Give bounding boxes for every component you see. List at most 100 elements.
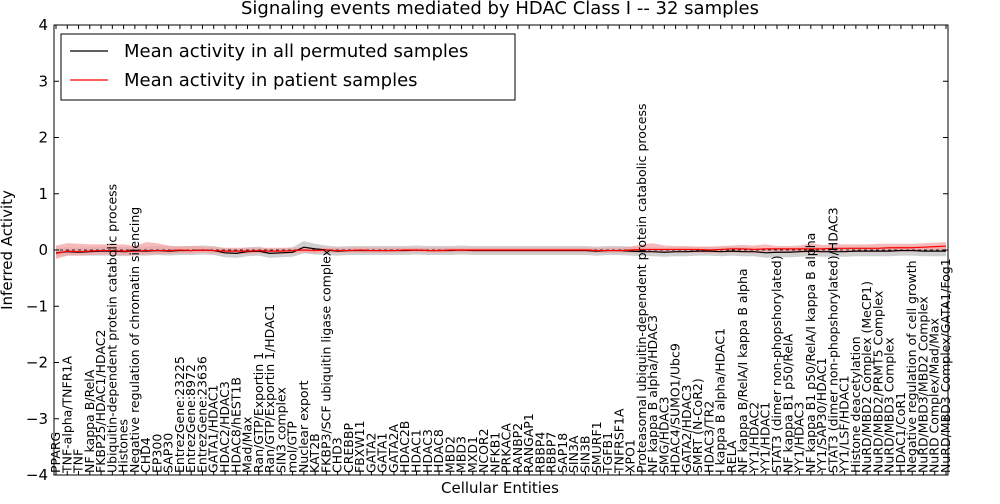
x-tick-label: MBD3	[454, 436, 469, 473]
legend-label-patient: Mean activity in patient samples	[124, 70, 418, 91]
x-tick-label: I kappa B alpha/HDAC1	[713, 328, 728, 473]
legend: Mean activity in all permuted samples Me…	[60, 33, 516, 101]
x-axis-label: Cellular Entities	[441, 479, 559, 497]
x-tick-label: Nuclear export	[296, 380, 311, 473]
x-tick-label: RELA	[724, 440, 739, 473]
y-tick-label: 1	[38, 185, 48, 203]
x-tick-label: HDAC2/HDAC3	[217, 381, 232, 473]
x-tick-label: YY1/HDAC3	[792, 402, 807, 474]
x-tick-label: HDAC2B	[397, 421, 412, 473]
x-tick-label: HDAC8/hEST1B	[228, 377, 243, 473]
x-tick-label: Histone deacetylation	[848, 336, 863, 473]
x-tick-label: CHD3	[330, 437, 345, 473]
x-tick-label: mol/GTP	[285, 421, 300, 473]
x-tick-label: EntrezGene:23636	[194, 356, 209, 473]
x-tick-label: STAT3 (dimer non-phopshorylated)	[769, 255, 784, 473]
x-tick-label: HDAC3	[420, 429, 435, 473]
y-tick-label: −3	[26, 410, 48, 428]
x-tick-label: NF kappa B/RelA	[82, 369, 97, 473]
chart-title: Signaling events mediated by HDAC Class …	[241, 0, 759, 19]
x-tick-label: EntrezGene:23225	[172, 356, 187, 473]
x-tick-label: NF kappa B alpha/HDAC3	[645, 315, 660, 473]
legend-label-permuted: Mean activity in all permuted samples	[124, 41, 468, 62]
x-tick-label: Mad/Max	[240, 417, 255, 473]
x-tick-label: RANBP2	[510, 423, 525, 473]
x-tick-label: TNF	[71, 449, 86, 474]
x-tick-label: RBBP7	[544, 432, 559, 473]
x-tick-label: CHD4	[138, 437, 153, 473]
x-tick-label: NuRD/MBD2/PRMT5 Complex	[870, 291, 885, 473]
x-tick-label: GATA1	[375, 433, 390, 473]
plot-frame	[53, 24, 949, 476]
x-tick-label: HDAC1/CoR1	[893, 392, 908, 473]
x-tick-label: Histones	[116, 419, 131, 473]
x-tick-label: PPARG	[48, 432, 63, 473]
x-tick-label: HDAC1	[409, 429, 424, 473]
series-line-1	[55, 245, 947, 254]
axis-ticks: −4 −3 −2 −1 0 1 2 3 4	[26, 16, 948, 484]
x-tick-label: NF kappa B/RelA/I kappa B alpha	[735, 268, 750, 473]
x-tick-label: STAT3 (dimer non-phopshorylated)/HDAC3	[825, 207, 840, 473]
x-tick-label: EntrezGene:8972	[183, 364, 198, 473]
x-tick-label: SIN3A	[566, 435, 581, 473]
x-tick-label: FBXW11	[352, 420, 367, 473]
x-tick-label: YY1/HDAC2	[746, 402, 761, 474]
x-tick-label: MBD2	[442, 436, 457, 473]
x-tick-label: SIN3B	[577, 436, 592, 474]
y-tick-label: −1	[26, 297, 48, 315]
x-tick-label: GATA2/HDAC3	[679, 385, 694, 473]
x-tick-label: GATA2	[363, 433, 378, 473]
x-tick-label: Negative regulation of chromatin silenci…	[127, 207, 142, 473]
x-tick-label: GATA1/HDAC1	[206, 385, 221, 473]
x-tick-label: HDAC4/SUMO1/Ubc9	[668, 343, 683, 473]
x-tick-label: RBBP4	[532, 432, 547, 473]
x-tick-label: HDAC3/TR2	[701, 401, 716, 473]
x-tick-label: NuRD/MBD3/MBD2 Complex	[915, 296, 930, 473]
x-tick-label: TNF-alpha/TNFR1A	[59, 356, 74, 474]
y-tick-label: 0	[38, 241, 48, 259]
x-tick-label: SMURF1	[589, 421, 604, 473]
x-tick-label: Negative regulation of cell growth	[904, 260, 919, 473]
x-tick-label: FKBP25/HDAC1/HDAC2	[93, 330, 108, 473]
x-tick-label: Ubiquitin-dependent protein catabolic pr…	[104, 184, 119, 473]
x-tick-label: Ran/GTP/Exportin 1	[251, 352, 266, 473]
x-tick-label: NFKB1	[487, 432, 502, 473]
x-tick-label: Ran/GTP/Exportin 1/HDAC1	[262, 304, 277, 473]
x-tick-label: SIN3 complex	[273, 387, 288, 473]
x-tick-label: NF kappa B1 p50/RelA	[780, 333, 795, 473]
y-tick-label: 4	[38, 16, 48, 34]
x-tick-label: PRKACA	[499, 423, 514, 473]
x-tick-label: GATA2A	[386, 424, 401, 473]
x-tick-label: NCOR2	[476, 428, 491, 473]
y-axis-label: Inferred Activity	[0, 190, 16, 310]
x-tick-label: TNFRSF1A	[611, 408, 626, 474]
x-tick-label: SMG/HDAC3	[656, 397, 671, 473]
x-tick-label: SMRT (N-CoR2)	[690, 378, 705, 473]
y-tick-label: 3	[38, 72, 48, 90]
y-tick-label: 2	[38, 129, 48, 147]
x-tick-label: YY1/LSF/HDAC1	[837, 375, 852, 474]
legend-box	[60, 33, 516, 101]
x-tick-label: NuRD/MBD3 Complex/GATA1/Fog1	[938, 258, 953, 473]
x-tick-label: NuRD/MBD2 Complex (MeCP1)	[859, 281, 874, 473]
x-tick-label: NuRD/MBD3 Complex	[882, 337, 897, 473]
x-tick-label: TGFB1	[600, 432, 615, 474]
x-tick-label: FKBP3/SCF ubiquitin ligase complex	[318, 249, 333, 473]
x-tick-label: RANGAP1	[521, 413, 536, 473]
x-tick-label: NF kappa B1 p50/RelA/I kappa B alpha	[803, 233, 818, 473]
x-tick-label: SAP18	[555, 433, 570, 473]
x-tick-label: EP300	[149, 434, 164, 473]
y-tick-label: −2	[26, 354, 48, 372]
x-tick-label: XPO1	[623, 439, 638, 473]
x-tick-label: YY1/HDAC1	[758, 402, 773, 474]
x-tick-label: KAT2B	[307, 433, 322, 473]
x-tick-label: CREBBP	[341, 423, 356, 473]
y-tick-label: −4	[26, 466, 48, 484]
x-tick-label: NuRD Complex/Mad/Max	[927, 318, 942, 473]
x-tick-label: Proteasomal ubiquitin-dependent protein …	[634, 104, 649, 474]
series-lines	[55, 245, 947, 254]
x-tick-label: HDAC8	[431, 429, 446, 473]
